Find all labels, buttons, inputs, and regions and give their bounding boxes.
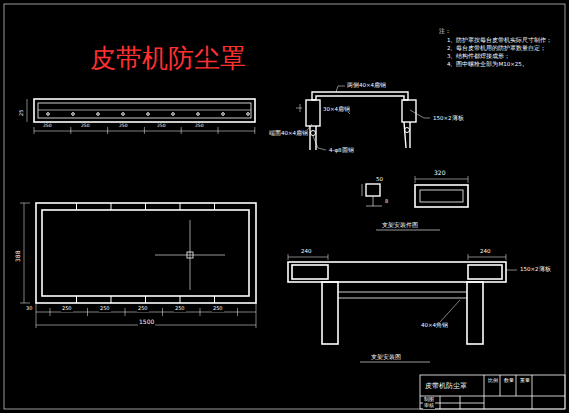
part-label: 150×2薄板 — [519, 266, 552, 272]
dimension: 8 — [384, 199, 389, 205]
dimension: 250 — [61, 306, 73, 312]
table-cell: 重量 — [519, 378, 531, 384]
note: 1、防护罩按每台皮带机实际尺寸制作； — [446, 37, 554, 43]
part-label: 4-φ8圆钢 — [328, 147, 355, 153]
table-cell: 数量 — [503, 378, 515, 384]
part-label: 150×2薄板 — [432, 115, 465, 121]
table-cell: 制图 — [423, 397, 435, 403]
dimension: 50 — [375, 176, 384, 182]
drawing-title: 皮带机防尘罩 — [90, 44, 246, 73]
dimension: 250 — [118, 124, 129, 129]
note: 3、结构件都焊接成形； — [446, 53, 512, 59]
dimension: 240 — [479, 248, 492, 254]
dimension: 388 — [15, 251, 22, 262]
title-cell: 皮带机防尘罩 — [421, 376, 483, 396]
view-label: 支架安装件图 — [381, 222, 419, 229]
view-label: 支架安装图 — [370, 354, 402, 361]
part-label: 两侧40×4扁钢 — [346, 82, 387, 88]
dimension: 1500 — [138, 319, 155, 326]
note: 4、图中螺栓全部为M10×25。 — [446, 61, 529, 67]
dimension: 30 — [25, 306, 33, 312]
part-label: 端面40×4扁钢 — [268, 130, 309, 136]
dimension: 320 — [433, 170, 446, 177]
dimension: 250 — [42, 124, 53, 129]
dimension: 25 — [19, 110, 25, 116]
part-label: 30×4扁钢 — [322, 106, 351, 112]
dimension: 250 — [80, 124, 91, 129]
dimension: 250 — [156, 124, 167, 129]
dimension: 250 — [137, 306, 149, 312]
part-label: 40×4角钢 — [420, 322, 449, 328]
dimension: 240 — [300, 248, 313, 254]
dimension: 250 — [212, 306, 224, 312]
dimension: 250 — [194, 124, 205, 129]
title-cell-text: 皮带机防尘罩 — [425, 382, 479, 391]
table-cell: 审核 — [423, 403, 435, 409]
table-cell: 比例 — [487, 378, 499, 384]
dimension: 250 — [174, 306, 186, 312]
note-head: 注： — [438, 28, 452, 35]
dimension: 250 — [99, 306, 111, 312]
note: 2、每台皮带机用的防护罩数量自定； — [446, 45, 548, 51]
